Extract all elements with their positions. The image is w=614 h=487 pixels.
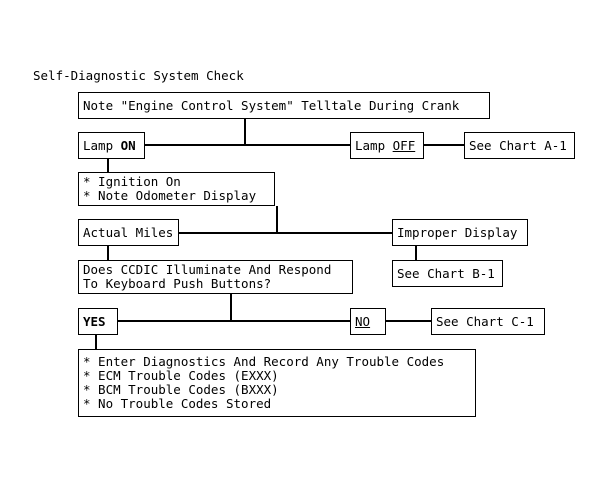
node-diagnostics-line1: * Enter Diagnostics And Record Any Troub… — [83, 354, 445, 369]
node-ccdic-question[interactable]: Does CCDIC Illuminate And Respond To Key… — [78, 260, 353, 294]
node-actual-miles-label: Actual Miles — [83, 224, 174, 240]
node-no-label: NO — [355, 313, 371, 329]
connector-lamp-on-to-ignition — [107, 159, 109, 172]
connector-lamp-on-to-lamp-off — [145, 144, 350, 146]
connector-no-to-chart-c1 — [386, 320, 431, 322]
node-lamp-on[interactable]: Lamp ON — [78, 132, 145, 159]
node-chart-a1-label: See Chart A-1 — [469, 137, 567, 153]
node-chart-a1[interactable]: See Chart A-1 — [464, 132, 575, 159]
connector-yes-to-no — [118, 320, 350, 322]
node-lamp-on-label: Lamp ON — [79, 137, 144, 153]
node-ignition-line1: * Ignition On — [83, 174, 181, 189]
node-ccdic-line2: To Keyboard Push Buttons? — [83, 276, 272, 291]
node-no[interactable]: NO — [350, 308, 386, 335]
node-diagnostics[interactable]: * Enter Diagnostics And Record Any Troub… — [78, 349, 476, 417]
node-ccdic-line1: Does CCDIC Illuminate And Respond — [83, 262, 332, 277]
connector-note-to-lamp-row — [244, 119, 246, 145]
node-actual-miles[interactable]: Actual Miles — [78, 219, 179, 246]
connector-ignition-to-miles-row — [276, 206, 278, 232]
node-diagnostics-line3: * BCM Trouble Codes (BXXX) — [83, 382, 279, 397]
connector-ccdic-to-yes-row — [230, 294, 232, 320]
node-ignition[interactable]: * Ignition On * Note Odometer Display — [78, 172, 275, 206]
connector-yes-to-diagnostics — [95, 335, 97, 349]
connector-lamp-off-to-chart-a1 — [424, 144, 464, 146]
node-diagnostics-line4: * No Trouble Codes Stored — [83, 396, 272, 411]
node-note-crank-line1: Note "Engine Control System" Telltale Du… — [83, 97, 460, 113]
node-ignition-line2: * Note Odometer Display — [83, 188, 257, 203]
connector-improper-to-chart-b1 — [415, 246, 417, 260]
lamp-on-state: ON — [120, 137, 136, 153]
node-yes-label: YES — [83, 313, 106, 329]
node-diagnostics-line2: * ECM Trouble Codes (EXXX) — [83, 368, 279, 383]
node-improper-display[interactable]: Improper Display — [392, 219, 528, 246]
node-chart-b1-label: See Chart B-1 — [397, 265, 495, 281]
node-chart-b1[interactable]: See Chart B-1 — [392, 260, 503, 287]
node-yes[interactable]: YES — [78, 308, 118, 335]
lamp-off-state: OFF — [392, 137, 416, 153]
chart-title: Self-Diagnostic System Check — [33, 68, 244, 83]
lamp-on-text: Lamp — [83, 137, 121, 153]
node-chart-c1[interactable]: See Chart C-1 — [431, 308, 545, 335]
node-improper-display-label: Improper Display — [397, 224, 518, 240]
node-chart-c1-label: See Chart C-1 — [436, 313, 534, 329]
connector-miles-to-improper-display — [179, 232, 393, 234]
connector-miles-to-ccdic — [107, 246, 109, 260]
node-note-crank[interactable]: Note "Engine Control System" Telltale Du… — [78, 92, 490, 119]
lamp-off-text: Lamp — [355, 137, 393, 153]
node-lamp-off[interactable]: Lamp OFF — [350, 132, 424, 159]
node-lamp-off-label: Lamp OFF — [351, 137, 423, 153]
